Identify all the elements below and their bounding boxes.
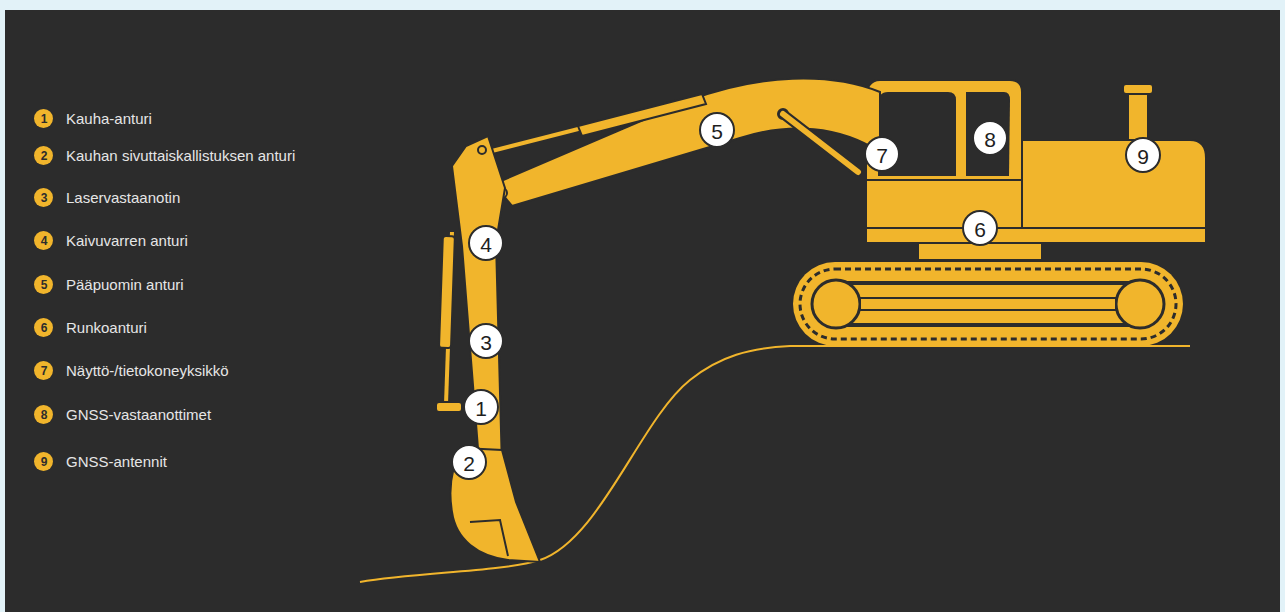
legend-number: 4 bbox=[41, 235, 48, 247]
legend-number: 5 bbox=[41, 279, 48, 291]
legend-row: GNSS-vastaanottimet bbox=[34, 403, 211, 425]
boom bbox=[494, 79, 880, 206]
callout-number: 3 bbox=[480, 332, 492, 353]
legend-number: 2 bbox=[41, 150, 48, 162]
bucket-link bbox=[436, 402, 462, 412]
legend-text: Pääpuomin anturi bbox=[66, 276, 184, 293]
callout-circle bbox=[452, 113, 1160, 479]
cab-window bbox=[878, 92, 1010, 176]
legend-text: Kaivuvarren anturi bbox=[66, 232, 188, 249]
legend-text: Runkoanturi bbox=[66, 319, 147, 336]
callout-number: 2 bbox=[463, 453, 475, 474]
legend-number: 7 bbox=[41, 365, 48, 377]
legend-number: 8 bbox=[41, 409, 48, 421]
callout-number: 8 bbox=[984, 129, 996, 150]
legend-text: GNSS-antennit bbox=[66, 453, 167, 470]
callout-number: 6 bbox=[974, 219, 986, 240]
legend-row: Näyttö-/tietokoneyksikkö bbox=[34, 359, 229, 381]
legend-text: Kauha-anturi bbox=[66, 110, 152, 127]
callout-number: 9 bbox=[1137, 146, 1149, 167]
boom-cylinder bbox=[783, 114, 858, 172]
callout-number: 7 bbox=[876, 145, 888, 166]
arm bbox=[452, 136, 505, 474]
legend-row: GNSS-antennit bbox=[34, 450, 167, 472]
legend-row: Kaivuvarren anturi bbox=[34, 229, 188, 251]
legend-text: GNSS-vastaanottimet bbox=[66, 406, 211, 423]
legend-number: 6 bbox=[41, 322, 48, 334]
upper-body bbox=[866, 80, 1206, 243]
bucket bbox=[450, 448, 540, 562]
legend-number: 3 bbox=[41, 192, 48, 204]
legend-row: Pääpuomin anturi bbox=[34, 273, 184, 295]
arm-cylinder-rod bbox=[488, 126, 590, 152]
track bbox=[793, 262, 1183, 346]
legend-number: 1 bbox=[41, 113, 48, 125]
legend-row: Laservastaanotin bbox=[34, 186, 180, 208]
legend-text: Näyttö-/tietokoneyksikkö bbox=[66, 362, 229, 379]
legend-row: Kauha-anturi bbox=[34, 107, 152, 129]
legend-row: Runkoanturi bbox=[34, 316, 147, 338]
legend-text: Laservastaanotin bbox=[66, 189, 180, 206]
arm-cylinder bbox=[578, 94, 706, 136]
legend-text: Kauhan sivuttaiskallistuksen anturi bbox=[66, 147, 295, 164]
legend-number: 9 bbox=[41, 456, 48, 468]
callout-number: 5 bbox=[711, 121, 723, 142]
callout-number: 1 bbox=[475, 398, 487, 419]
callout-number: 4 bbox=[480, 234, 492, 255]
legend-row: Kauhan sivuttaiskallistuksen anturi bbox=[34, 144, 295, 166]
